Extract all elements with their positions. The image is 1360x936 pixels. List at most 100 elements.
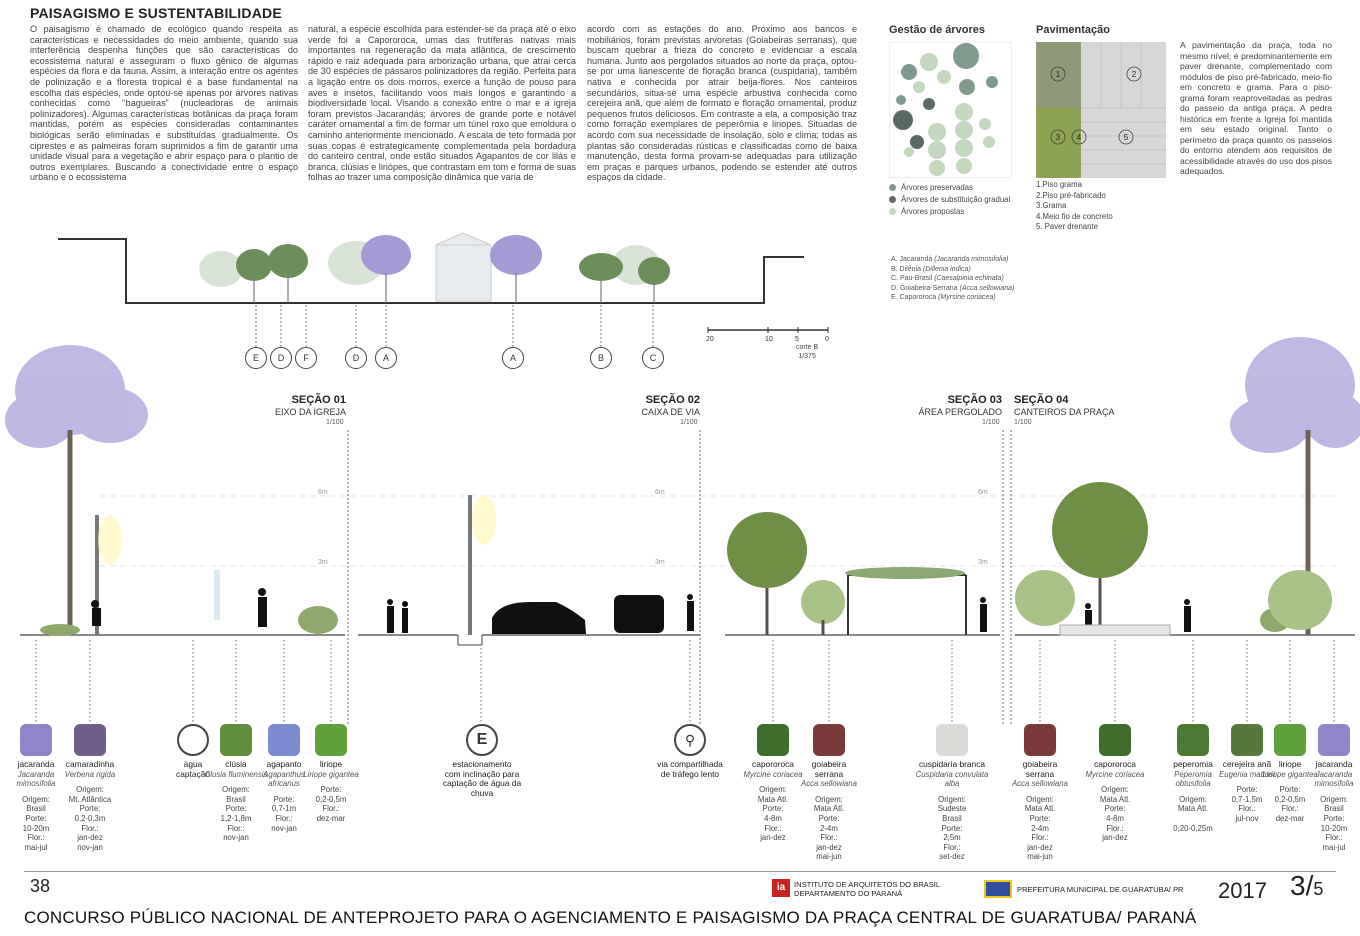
text-column-2: natural, a espécie escolhida para estend… (308, 24, 576, 183)
section-03-title: SEÇÃO 03 (947, 394, 1002, 406)
section-04-scale: 1/100 (1014, 419, 1032, 426)
plant-sci: Jacaranda mimosifolia (16, 769, 56, 789)
plant-info: Origem: Mt. Atlântica Porte: 0,2-0,3m Fl… (68, 785, 112, 852)
paving-legend-5: 5. Paver drenante (1036, 222, 1098, 231)
paving-legend-4: 4.Meio fio de concreto (1036, 211, 1113, 221)
species-key-a: A. Jacarandá (891, 256, 933, 263)
species-key-a-sci: (Jacaranda mimosifolia) (934, 256, 1009, 263)
paving-legend-2: 2.Piso pré-fabricado (1036, 190, 1106, 200)
scale-tick-5: 5 (795, 336, 799, 343)
plant-common: goiabeira serrana (811, 759, 847, 779)
section-02-sub: CAIXA DE VIA (641, 407, 700, 417)
contest-title: CONCURSO PÚBLICO NACIONAL DE ANTEPROJETO… (24, 908, 1197, 927)
paving-legend: 1.Piso grama 2.Piso pré-fabricado 3.Gram… (1036, 180, 1113, 233)
plant-info: Origem: Mata Atl. Porte: 4-8m Flor.: jan… (1099, 785, 1131, 843)
marker-d: D (270, 347, 292, 369)
section-b-elevation (58, 232, 804, 347)
text-column-1: O paisagismo é chamado de ecológico quan… (30, 24, 298, 183)
species-key-e-sci: (Myrsine coriacea) (938, 294, 996, 302)
plant-sci: Clusia fluminensis (204, 769, 268, 779)
plant-sci: Acca sellowiana (801, 779, 857, 789)
plant-info: Porte: 0,7-1m Flor.: nov-jan (271, 794, 297, 833)
plant-thumb (1099, 724, 1131, 756)
plant-thumb (315, 724, 347, 756)
section-04-title: SEÇÃO 04 (1014, 394, 1069, 406)
trees-panel-title: Gestão de árvores (889, 24, 985, 36)
species-key-b: B. Dilênia (891, 265, 921, 273)
plant-common: liriope (1278, 759, 1302, 769)
year: 2017 (1218, 878, 1267, 903)
plant-common: clúsia (225, 759, 247, 769)
page-total: 5 (1313, 879, 1324, 899)
plant-common: capororoca (752, 759, 794, 769)
cut-name: corte B (796, 344, 819, 351)
legend-substitution: Árvores de substituição gradual (901, 195, 1011, 204)
bike-callout: ⚲via compartilhada de tráfego lento (648, 724, 732, 779)
prefeitura-flag-icon (984, 880, 1012, 898)
plant-sci: Eugenia mattosi (1219, 769, 1275, 779)
page-number: 3/5 (1290, 870, 1323, 902)
plant-info: Origem: Brasil Porte: 1,2-1,8m Flor.: no… (220, 785, 252, 843)
paving-label-4: 4 (1077, 133, 1082, 142)
text-column-3: acordo com as estações do ano. Próximo a… (587, 24, 857, 183)
legend-proposed: Árvores propostas (901, 207, 965, 216)
legend-preserved: Árvores preservadas (901, 183, 973, 192)
marker-d2: D (345, 347, 367, 369)
legend-dot-preserved (889, 184, 896, 192)
plant-thumb (813, 724, 845, 756)
species-key-b-sci: (Dillenia indica) (922, 265, 971, 273)
height-3m-s3: 3m (978, 559, 988, 566)
scale-tick-20: 20 (706, 336, 714, 343)
iab-name: INSTITUTO DE ARQUITETOS DO BRASIL DEPART… (794, 880, 941, 898)
marker-f: F (295, 347, 317, 369)
board-number: 38 (30, 876, 51, 896)
height-3m-s2: 3m (655, 559, 665, 566)
plant-sci: Liriope gigantea (1262, 769, 1318, 779)
plant-common: agapanto (266, 759, 302, 769)
height-3m-s1: 3m (318, 559, 328, 566)
street-sections: 6m 3m 6m 3m 6m 3m (5, 337, 1360, 725)
trees-legend: Árvores preservadas Árvores de substitui… (889, 182, 1010, 218)
plant-thumb (1318, 724, 1350, 756)
plant-sci: Liriope gigantea (303, 769, 359, 779)
height-6m-s1: 6m (318, 489, 328, 496)
plant-info: Origem: Mata Atl. 0,20-0,25m (1173, 794, 1213, 833)
height-6m-s2: 6m (655, 489, 665, 496)
plant-thumb (20, 724, 52, 756)
iab-logo-icon: ia (772, 879, 790, 897)
section-01-scale: 1/100 (326, 419, 344, 426)
marker-b: B (590, 347, 612, 369)
water-icon (177, 724, 209, 756)
prefeitura-name: PREFEITURA MUNICIPAL DE GUARATUBA/ PR (1017, 885, 1184, 894)
legend-dot-substitution (889, 196, 896, 204)
scale-tick-0: 0 (825, 336, 829, 343)
plant-thumb (220, 724, 252, 756)
scale-tick-10: 10 (765, 336, 773, 343)
plant-info: Porte: 0,7-1,5m Flor.: jul-nov (1231, 785, 1263, 823)
marker-a: A (375, 347, 397, 369)
plant-common: cerejeira anã (1222, 759, 1272, 769)
plant-common: liriope (319, 759, 343, 769)
parking-icon: E (466, 724, 498, 756)
plant-thumb (1231, 724, 1263, 756)
paving-legend-1: 1.Piso grama (1036, 180, 1082, 189)
plant-info: Origem: Brasil Porte: 10-20m Flor.: mai-… (1320, 794, 1348, 852)
plant-common: água (183, 759, 203, 769)
plant-thumb (1274, 724, 1306, 756)
plant-sci: Myrcine coriacea (1085, 769, 1145, 779)
plant-info: Origem: Mata Atl. Porte: 2-4m Flor.: jan… (813, 794, 845, 862)
plant-info: Origem: Brasil Porte: 10-20m Flor.: mai-… (22, 794, 50, 852)
parking-caption: estacionamento com inclinação para capta… (442, 759, 522, 798)
